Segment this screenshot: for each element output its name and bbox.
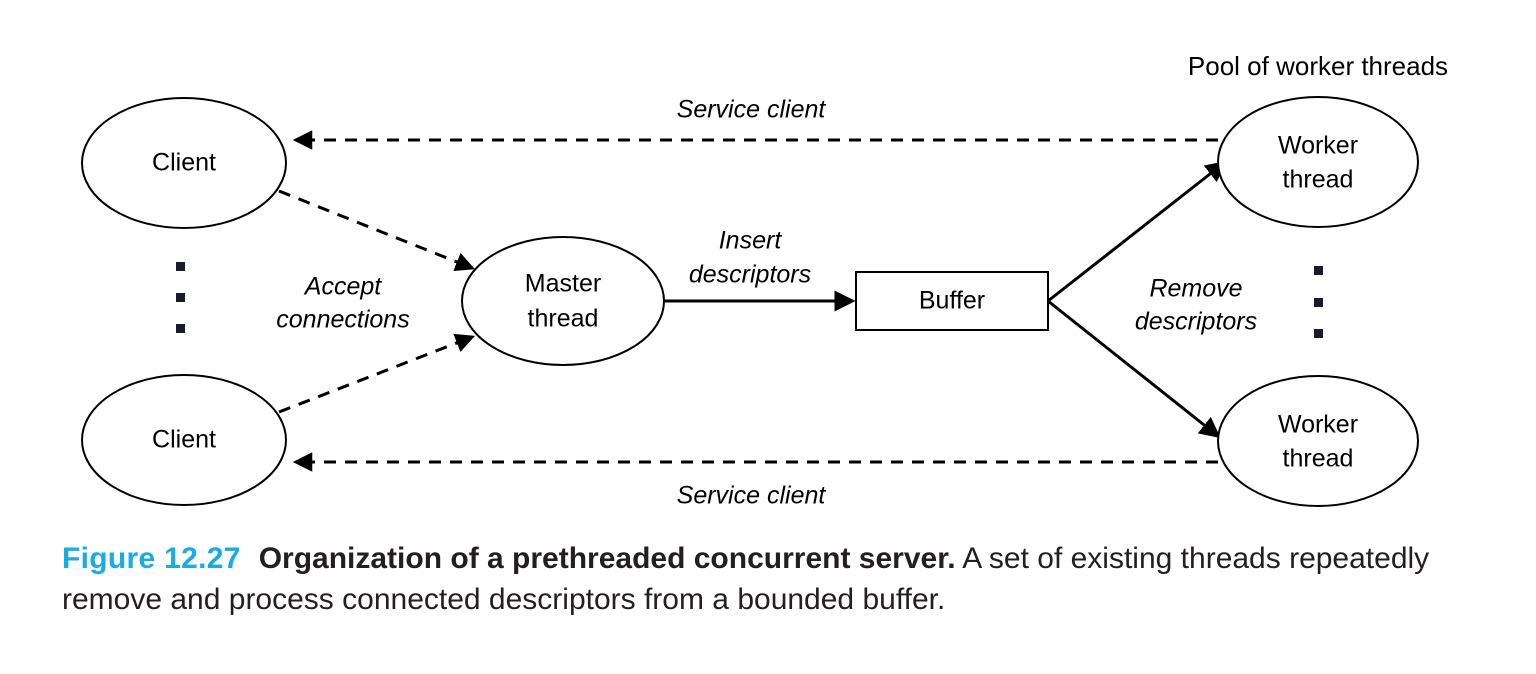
node-client-bottom[interactable] [81, 374, 287, 506]
edge-remove-descriptors-top [1047, 160, 1227, 303]
edge-label-service-client-bottom: Service client [677, 482, 827, 510]
node-label-master-line2: thread [528, 305, 599, 333]
edge-label-accept-line2: connections [276, 306, 409, 334]
node-buffer[interactable] [855, 271, 1049, 331]
edge-accept-connections-top [278, 189, 476, 272]
figure-number: Figure 12.27 [62, 542, 241, 575]
clients-ellipsis [176, 262, 185, 333]
edge-label-accept-line1: Accept [303, 273, 382, 301]
node-master-thread[interactable] [461, 236, 665, 366]
node-label-worker-bottom-line1: Worker [1278, 411, 1358, 439]
edge-label-insert-line2: descriptors [689, 261, 811, 289]
edge-accept-connections-bottom [278, 333, 476, 414]
edge-label-remove-line2: descriptors [1135, 308, 1257, 336]
node-label-client-bottom: Client [152, 426, 216, 454]
node-worker-thread-bottom[interactable] [1217, 375, 1419, 507]
edge-label-remove-line1: Remove [1149, 275, 1242, 303]
node-worker-thread-top[interactable] [1217, 96, 1419, 228]
node-label-master-line1: Master [525, 270, 601, 298]
edge-label-insert-line1: Insert [719, 227, 783, 255]
node-client-top[interactable] [81, 97, 287, 229]
figure-title: Organization of a prethreaded concurrent… [258, 542, 956, 575]
figure-caption: Figure 12.27 Organization of a prethreade… [62, 538, 1474, 621]
edge-remove-descriptors-bottom [1047, 299, 1221, 439]
node-label-worker-top-line1: Worker [1278, 132, 1358, 160]
node-label-worker-top-line2: thread [1283, 166, 1354, 194]
node-label-worker-bottom-line2: thread [1283, 445, 1354, 473]
figure-caption-body: A set of existing threads repeatedly rem… [62, 542, 1430, 617]
node-label-client-top: Client [152, 149, 216, 177]
edge-label-service-client-top: Service client [677, 96, 827, 124]
workers-ellipsis [1314, 266, 1323, 338]
node-label-buffer: Buffer [919, 287, 985, 315]
pool-of-worker-threads-heading: Pool of worker threads [1188, 51, 1448, 81]
